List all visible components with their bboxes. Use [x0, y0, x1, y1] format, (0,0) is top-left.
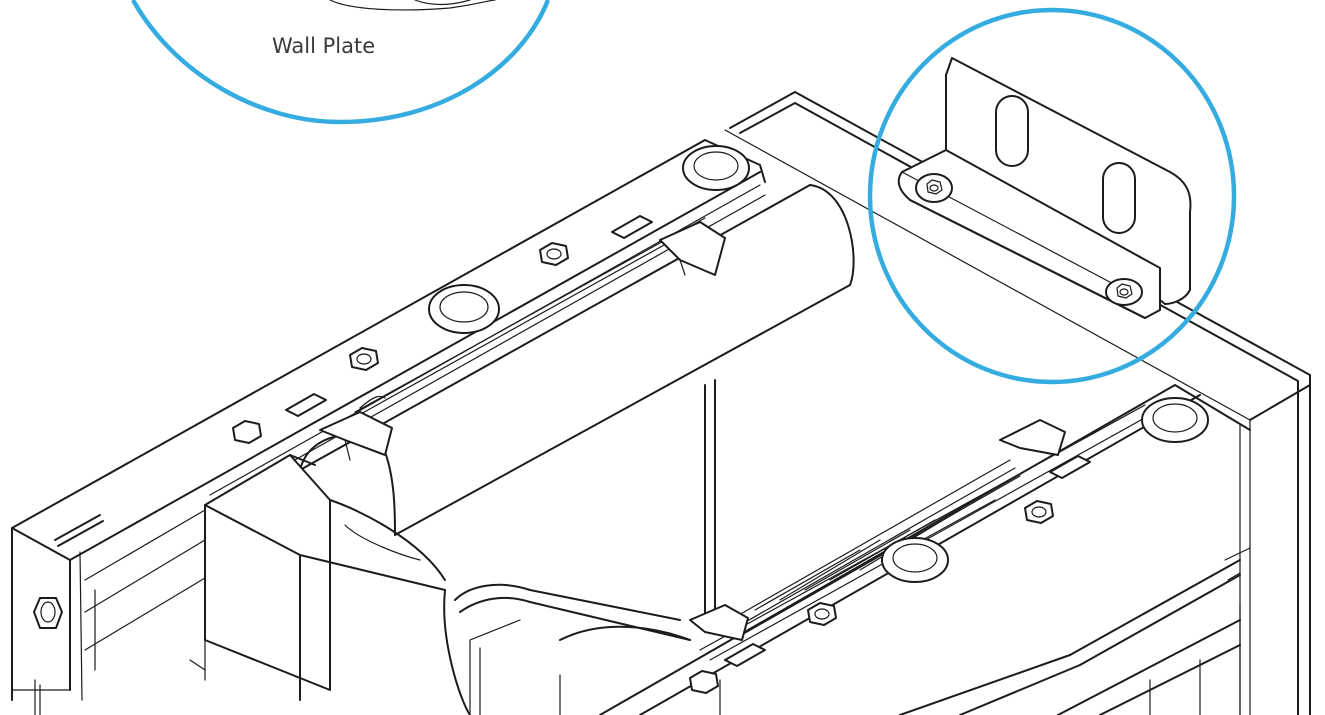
roller-body [299, 184, 855, 536]
right-lower-rail [469, 384, 1251, 715]
hex-nut-icon [33, 242, 1054, 694]
grommet-icon [428, 145, 1209, 583]
handle-assembly [189, 454, 691, 715]
wall-plate-callout-circle [131, 0, 551, 125]
rail-clips [319, 221, 1066, 641]
screw-icon [929, 184, 1129, 296]
wall-plate-label: Wall Plate [272, 34, 376, 58]
detail-callout-circles [131, 0, 1237, 385]
wall-plate-partial-drawing [329, 0, 496, 11]
bracket-detail-callout-circle [867, 7, 1237, 385]
slot-icon [285, 215, 1091, 667]
center-post [704, 379, 716, 621]
wall-plate-bracket [897, 57, 1192, 319]
